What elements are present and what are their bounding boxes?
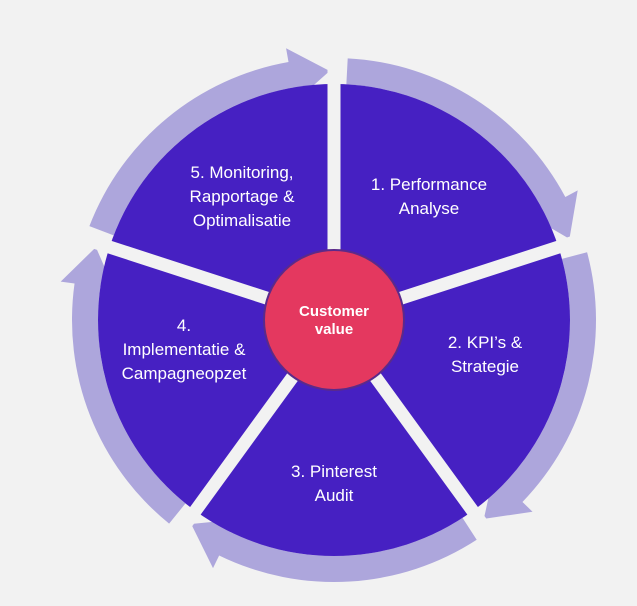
step-label-5: 5. Monitoring, Rapportage & Optimalisatie <box>190 163 296 230</box>
dividers <box>79 54 589 540</box>
ring-arrow-1 <box>346 58 578 239</box>
step-label-line: Implementatie & <box>123 340 246 359</box>
divider-5 <box>79 231 274 306</box>
ring-arrow-5 <box>89 48 330 236</box>
center-label-line: Customer <box>299 303 369 320</box>
divider-2 <box>394 231 589 306</box>
step-label-line: 1. Performance <box>371 175 487 194</box>
step-label-line: 2. KPI’s & <box>448 333 523 352</box>
center-label-line: value <box>315 321 353 338</box>
divider-3 <box>367 369 496 540</box>
step-label-line: 3. Pinterest <box>291 462 377 481</box>
ring-arrow-4 <box>60 247 186 524</box>
step-label-line: Rapportage & <box>190 187 296 206</box>
step-label-line: Analyse <box>399 199 459 218</box>
center-circle <box>263 249 405 391</box>
segment-3 <box>195 320 473 556</box>
step-label-line: Strategie <box>451 357 519 376</box>
step-label-4: 4. Implementatie & Campagneopzet <box>122 316 247 383</box>
step-label-line: 4. <box>177 316 191 335</box>
step-label-2: 2. KPI’s & Strategie <box>448 333 523 376</box>
divider-4 <box>172 369 301 540</box>
ring-arrow-3 <box>191 517 477 582</box>
step-label-line: Optimalisatie <box>193 211 291 230</box>
step-label-line: Audit <box>315 486 354 505</box>
step-label-line: 5. Monitoring, <box>191 163 294 182</box>
step-label-line: Campagneopzet <box>122 364 247 383</box>
